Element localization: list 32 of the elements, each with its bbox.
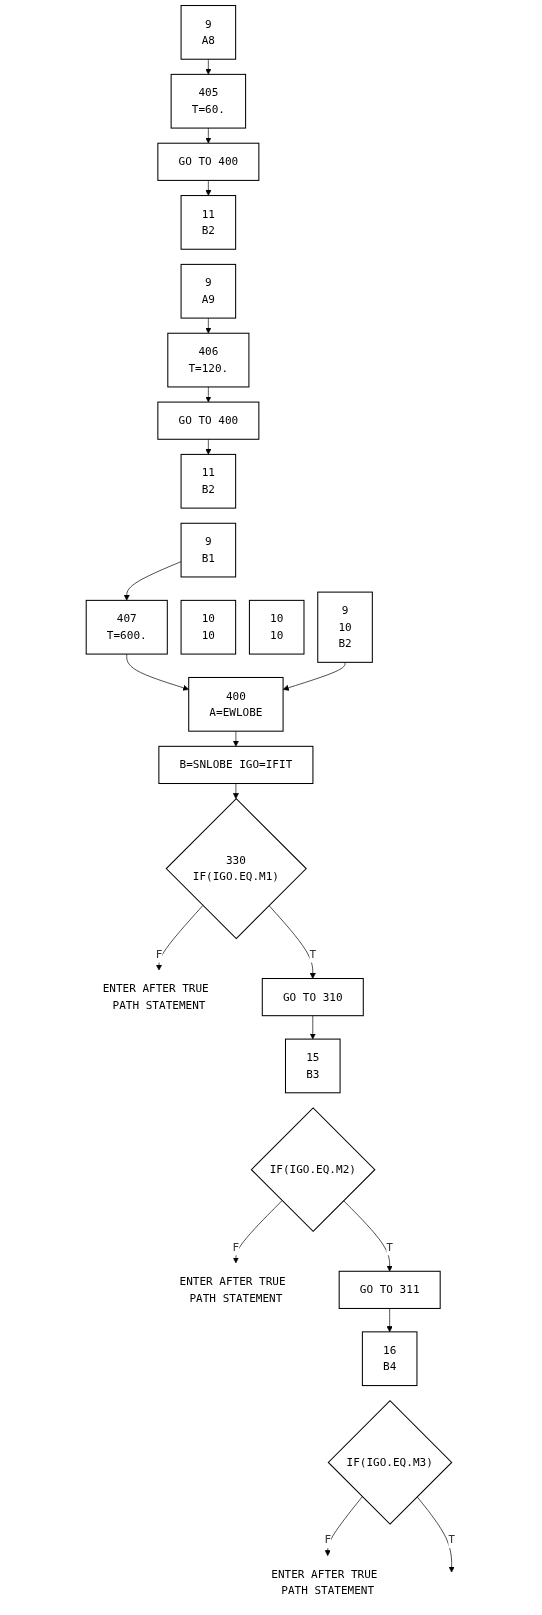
node-box bbox=[157, 142, 260, 181]
node-box bbox=[158, 745, 314, 785]
node-box bbox=[180, 453, 237, 509]
node-text: ENTER AFTER TRUE PATH STATEMENT bbox=[102, 981, 209, 1012]
node-box bbox=[338, 1270, 441, 1309]
node-box bbox=[157, 401, 260, 440]
node-box bbox=[180, 195, 237, 250]
node-diamond bbox=[250, 1107, 376, 1233]
node-box bbox=[180, 263, 237, 319]
edge-label: F bbox=[232, 1240, 240, 1254]
node-box bbox=[285, 1038, 341, 1094]
node-diamond bbox=[165, 797, 308, 940]
node-box bbox=[170, 73, 247, 129]
node-box bbox=[249, 599, 305, 655]
node-text: ENTER AFTER TRUE PATH STATEMENT bbox=[271, 1567, 378, 1598]
node-diamond bbox=[327, 1400, 453, 1525]
node-box bbox=[167, 332, 250, 388]
node-box bbox=[180, 599, 237, 655]
node-box bbox=[85, 599, 168, 655]
edge-label: F bbox=[155, 947, 163, 961]
flowchart: F T F T F T 9 A8 405 T=60. GO TO 400 11 B2 9 A9 406 T=120. GO TO 400 11 B2 9 B1 407 T=600. 10 10 10 10 9 10 B2 400 A=EWLOBE B=SNLOBE IGO=IFIT 330 IF(IGO.EQ.M1) ENTER AFTER TRUE PATH STATEMENT GO TO 310 15 B3 IF(IGO.EQ.M2) ENTER AFTER TRUE PATH STATEMENT GO TO 311 16 B4 IF(IGO.EQ.M3) ENTER AFTER TRUE PATH STATEMENT bbox=[64, 0, 478, 1615]
node-box bbox=[261, 978, 364, 1017]
node-box bbox=[361, 1331, 418, 1387]
node-box bbox=[188, 676, 284, 732]
edge-label: T bbox=[448, 1533, 456, 1547]
edge-label: T bbox=[386, 1240, 394, 1254]
edge-label: F bbox=[324, 1533, 332, 1547]
node-box bbox=[317, 591, 373, 663]
node-box bbox=[180, 522, 237, 578]
edge-label: T bbox=[309, 947, 317, 961]
node-box bbox=[180, 5, 237, 60]
node-text: ENTER AFTER TRUE PATH STATEMENT bbox=[179, 1274, 286, 1305]
